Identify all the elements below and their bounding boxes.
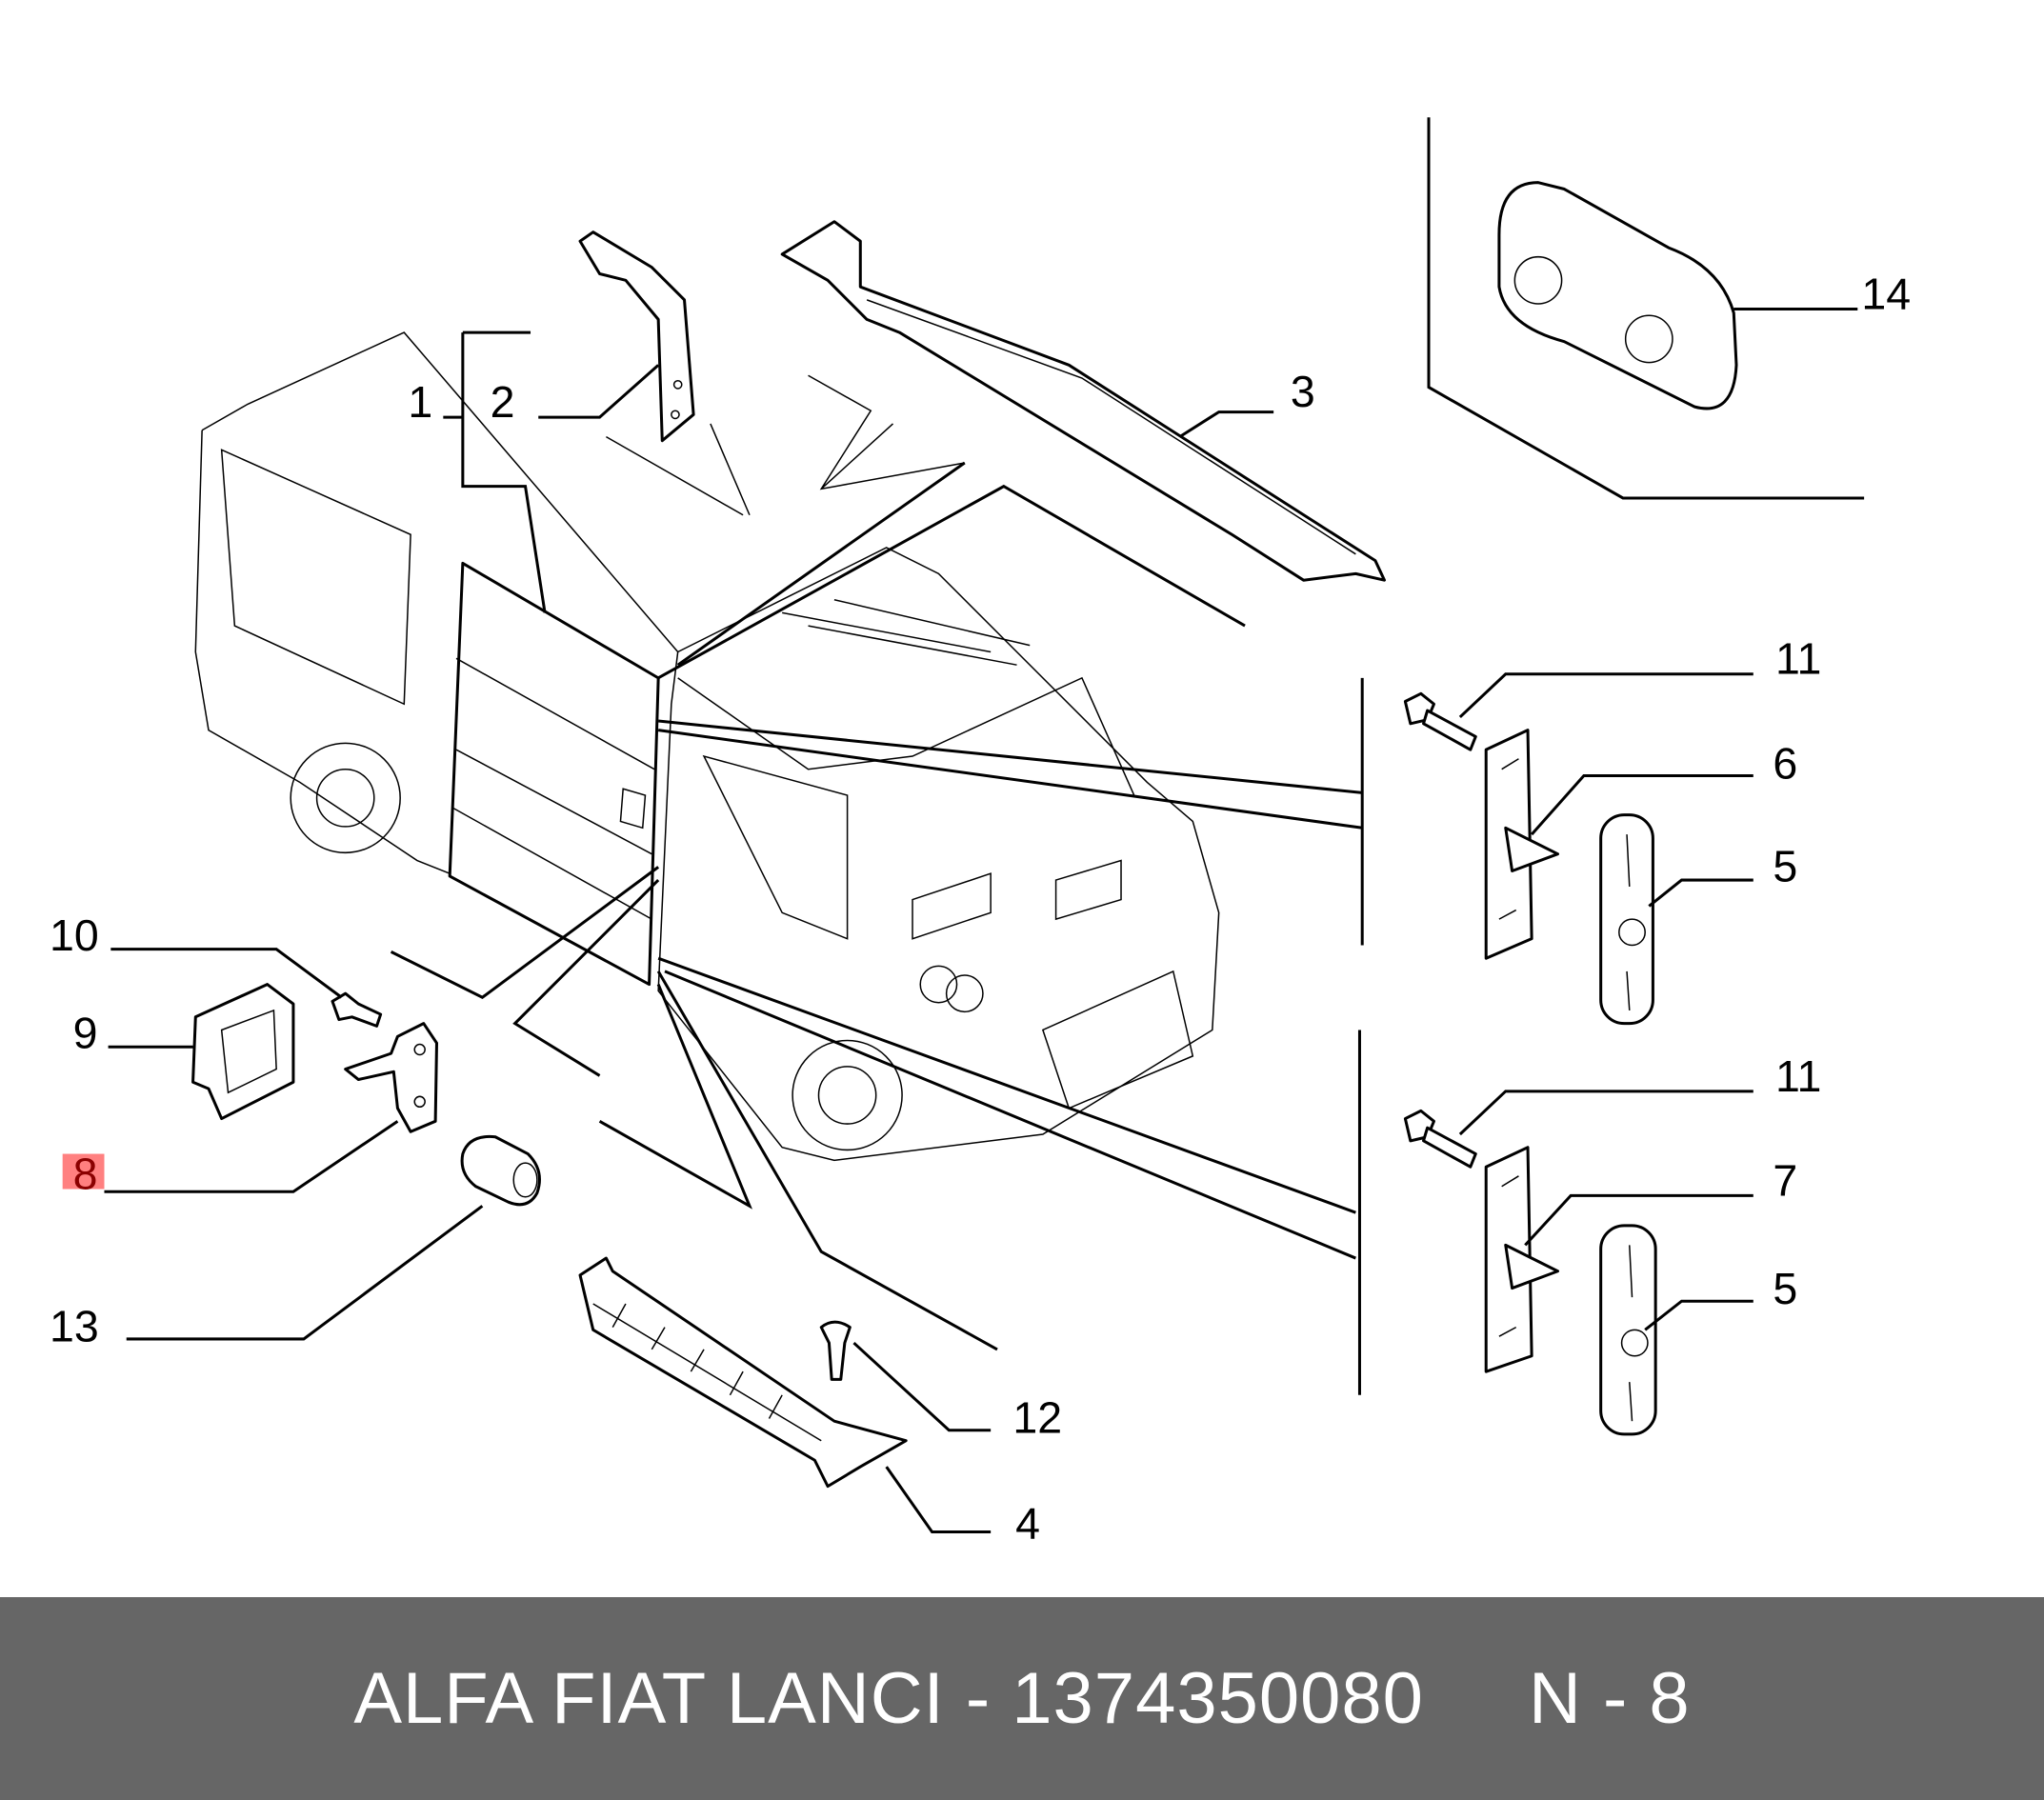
part-12-screw [819, 1320, 852, 1381]
callout-8-highlight [62, 1153, 105, 1190]
callout-1[interactable]: 1 [408, 377, 432, 427]
reference-number-text: N - 8 [1528, 1658, 1691, 1739]
guide-lines [390, 117, 1865, 1395]
part-number-text: ALFA FIAT LANCI - 1374350080 [353, 1658, 1424, 1739]
parts-diagram: 1 2 3 14 11 6 5 11 7 5 10 9 8 13 12 4 [50, 117, 1911, 1548]
part-7-striker [1484, 1146, 1560, 1373]
van-illustration [194, 331, 1220, 1162]
part-9-handle-housing [191, 983, 295, 1121]
part-10-screw [331, 991, 383, 1028]
callout-3[interactable]: 3 [1291, 367, 1315, 416]
part-11-bolt-lower [1403, 1109, 1477, 1169]
leader-lines [104, 307, 1858, 1534]
callout-11-upper[interactable]: 11 [1775, 634, 1821, 684]
part-5-plate-upper [1599, 813, 1654, 1026]
callout-13[interactable]: 13 [50, 1302, 99, 1351]
part-11-bolt-upper [1403, 691, 1477, 751]
callout-12[interactable]: 12 [1012, 1393, 1062, 1443]
part-6-striker [1484, 729, 1560, 960]
part-14-cover [1497, 181, 1738, 410]
callout-5-upper[interactable]: 5 [1773, 841, 1797, 890]
part-3-upper-rail [780, 220, 1386, 582]
callout-10[interactable]: 10 [50, 910, 99, 960]
callout-4[interactable]: 4 [1015, 1498, 1040, 1548]
callout-9[interactable]: 9 [73, 1009, 98, 1058]
footer-bar: ALFA FIAT LANCI - 1374350080 N - 8 [0, 1597, 2044, 1800]
callout-5-lower[interactable]: 5 [1773, 1264, 1797, 1313]
callout-6[interactable]: 6 [1773, 738, 1797, 788]
part-13-spacer [460, 1134, 541, 1207]
callout-11-lower[interactable]: 11 [1775, 1051, 1821, 1101]
part-5-plate-lower [1599, 1224, 1657, 1436]
side-door-panel [448, 561, 660, 987]
callout-2[interactable]: 2 [491, 377, 515, 427]
part-8-hinge-bracket [344, 1022, 438, 1133]
part-2-bracket [578, 230, 695, 443]
callout-8[interactable]: 8 [73, 1150, 98, 1199]
callout-14[interactable]: 14 [1861, 269, 1911, 318]
callout-7[interactable]: 7 [1773, 1155, 1797, 1205]
